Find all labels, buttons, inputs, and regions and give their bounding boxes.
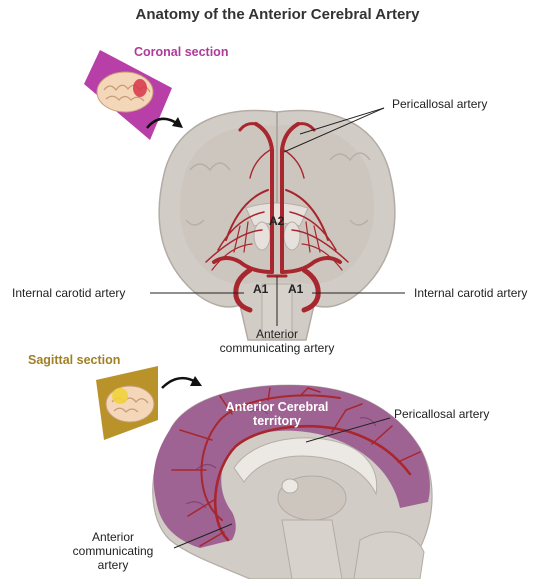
sagittal-plane-icon (96, 366, 158, 440)
sagittal-pericallosal-label: Pericallosal artery (394, 408, 489, 422)
sagittal-section-label: Sagittal section (28, 353, 120, 367)
a1-right-label: A1 (288, 283, 303, 297)
a2-label: A2 (269, 215, 284, 229)
a1-left-label: A1 (253, 283, 268, 297)
coronal-plane-icon (84, 50, 172, 140)
sagittal-acomm-line3: artery (58, 559, 168, 573)
coronal-pericallosal-label: Pericallosal artery (392, 98, 487, 112)
coronal-acomm-line2: communicating artery (207, 342, 347, 356)
territory-line1: Anterior Cerebral (214, 400, 340, 414)
sagittal-acomm-line1: Anterior (58, 531, 168, 545)
page-title: Anatomy of the Anterior Cerebral Artery (0, 6, 555, 23)
coronal-acomm-label: Anterior communicating artery (207, 328, 347, 356)
sagittal-acomm-line2: communicating (58, 545, 168, 559)
sagittal-arrow-icon (162, 378, 196, 388)
territory-label: Anterior Cerebral territory (214, 400, 340, 429)
territory-line2: territory (214, 414, 340, 428)
sagittal-acomm-label: Anterior communicating artery (58, 531, 168, 572)
ica-right-label: Internal carotid artery (414, 287, 527, 301)
ica-left-label: Internal carotid artery (12, 287, 125, 301)
coronal-section-label: Coronal section (134, 45, 228, 59)
coronal-acomm-line1: Anterior (207, 328, 347, 342)
